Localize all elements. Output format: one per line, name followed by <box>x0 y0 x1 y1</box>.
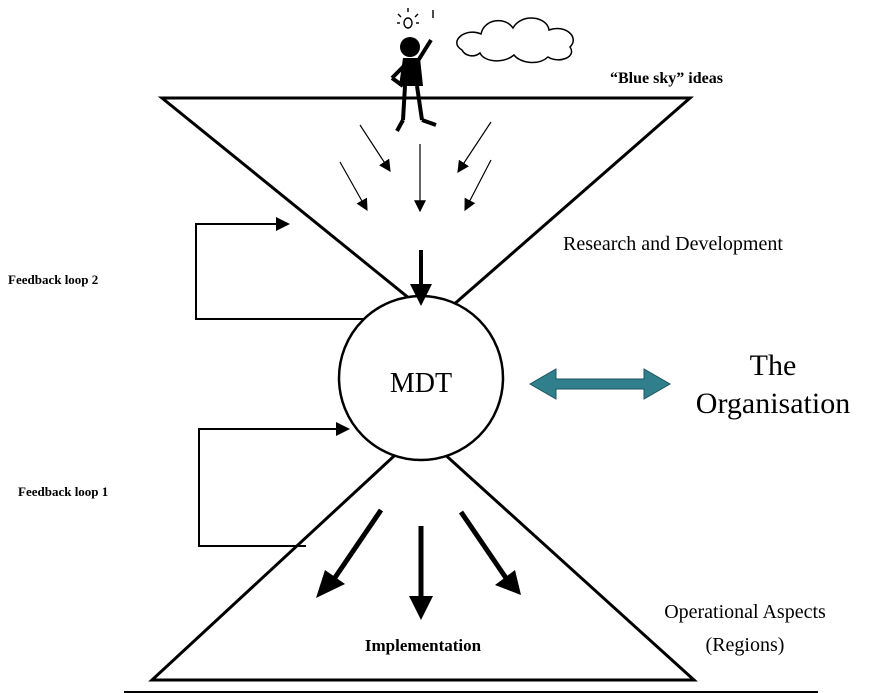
implementation-arrows <box>316 508 521 620</box>
feedback-loop-1-arrowhead <box>336 422 350 436</box>
feedback-loop-2-arrowhead <box>276 217 290 231</box>
implementation-arrow-right <box>458 510 521 595</box>
feedback-loop-1-line <box>198 428 344 547</box>
feedback-loop-2-label: Feedback loop 2 <box>8 272 98 287</box>
operational-label-line1: Operational Aspects <box>664 601 826 623</box>
idea-arrow <box>339 161 368 212</box>
lightbulb-icon <box>397 8 434 29</box>
idea-arrow <box>359 124 391 173</box>
idea-arrow <box>457 121 492 174</box>
organisation-label-line2: Organisation <box>696 387 850 420</box>
feedback-loop-1-label: Feedback loop 1 <box>18 484 108 499</box>
blue-sky-label: “Blue sky” ideas <box>610 70 723 87</box>
idea-arrow <box>464 159 492 212</box>
implementation-arrow-center <box>409 526 433 620</box>
operational-label-line2: (Regions) <box>706 634 785 656</box>
implementation-arrow-left <box>316 508 384 598</box>
implementation-label: Implementation <box>365 636 482 655</box>
top-funnel <box>157 96 694 322</box>
organisation-label-line1: The <box>750 349 797 382</box>
rnd-to-mdt-arrow <box>410 250 432 306</box>
rnd-label: Research and Development <box>563 233 783 255</box>
cloud-icon <box>456 17 574 64</box>
double-arrow-icon <box>528 368 672 400</box>
feedback-loop-2-line <box>195 223 384 320</box>
mdt-label: MDT <box>390 368 452 399</box>
person-icon <box>390 37 437 132</box>
idea-arrows <box>339 121 492 213</box>
person-head <box>400 37 420 57</box>
